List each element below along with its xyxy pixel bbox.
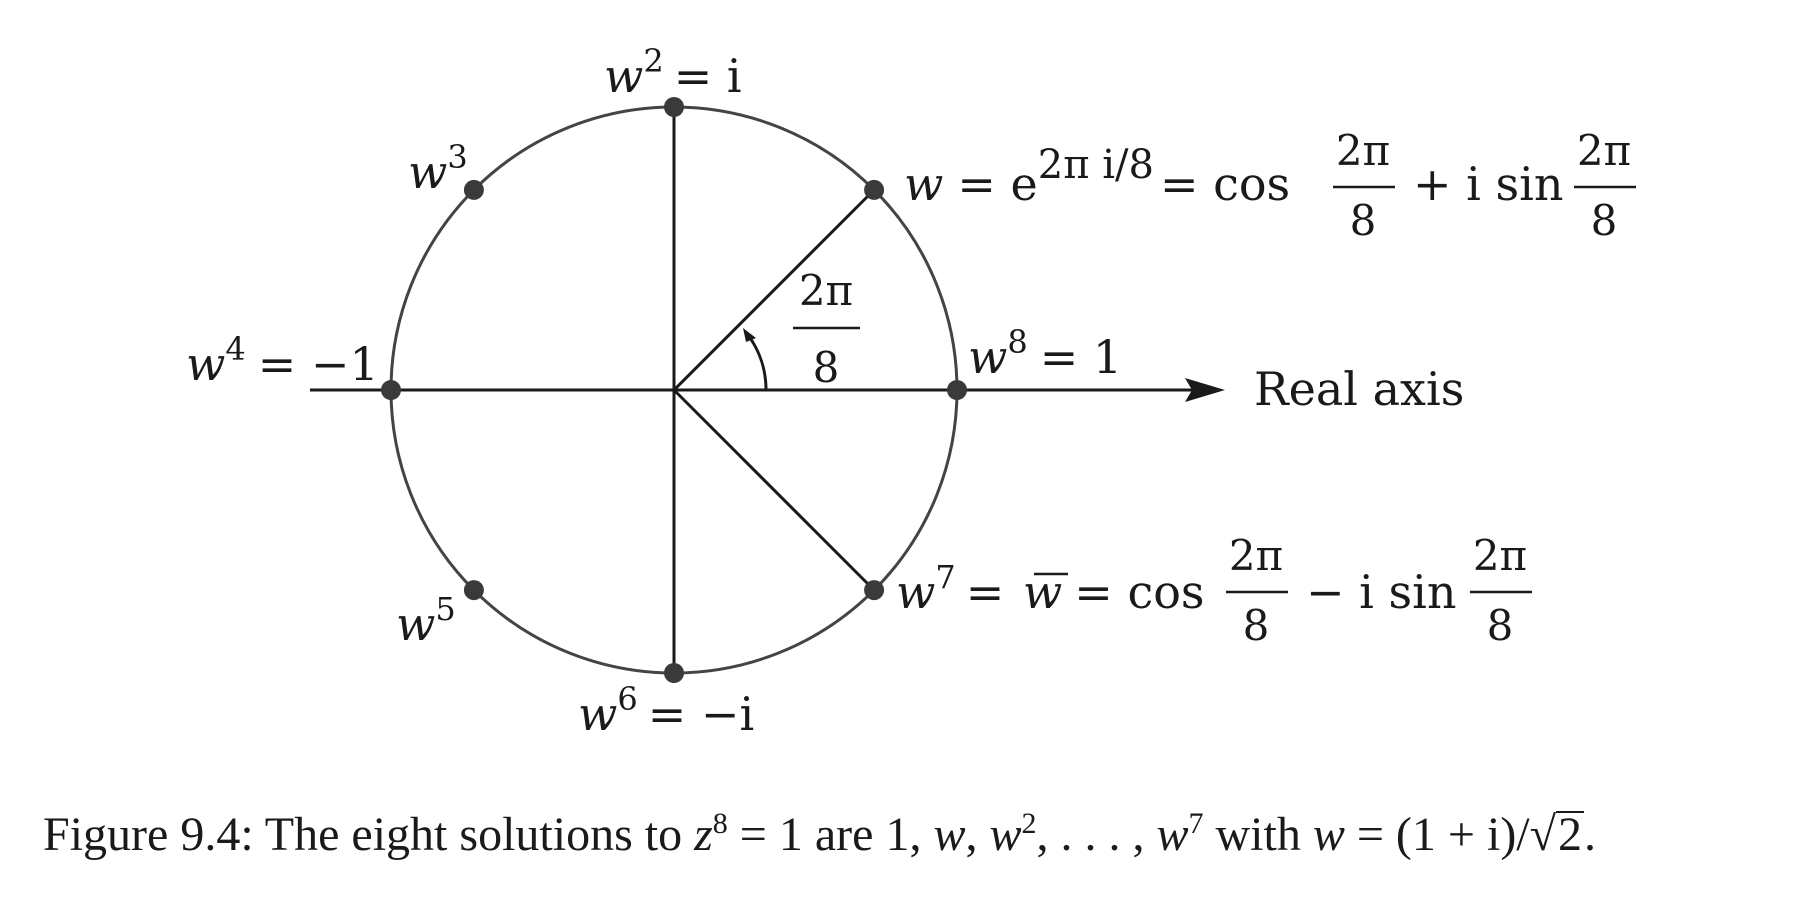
root-point-w6 bbox=[664, 663, 684, 683]
caption-list-w7-exp: 7 bbox=[1188, 807, 1204, 840]
label-w7-definition: w7= w= cos bbox=[896, 558, 1205, 619]
caption-def-w: w bbox=[1312, 808, 1345, 861]
label-w-base: w bbox=[904, 157, 943, 211]
radius-to-w bbox=[672, 188, 876, 392]
root-point-w2 bbox=[664, 97, 684, 117]
label-w7-rest: = bbox=[966, 565, 1019, 619]
w7-frac1-den: 8 bbox=[1243, 601, 1270, 650]
angle-arc-arrowhead bbox=[743, 328, 756, 342]
root-point-w8 bbox=[947, 380, 967, 400]
real-axis-label: Real axis bbox=[1254, 362, 1464, 416]
label-w4-rest: = −1 bbox=[258, 337, 379, 391]
label-w3-base: w bbox=[408, 145, 447, 199]
root-point-w4 bbox=[381, 380, 401, 400]
caption-sqrt-arg: 2 bbox=[1555, 808, 1584, 861]
root-points bbox=[381, 97, 967, 683]
caption-comma: , bbox=[965, 808, 990, 861]
label-w8-base: w bbox=[968, 330, 1007, 384]
label-w5: w5 bbox=[396, 590, 456, 651]
label-w8-exp: 8 bbox=[1007, 323, 1027, 361]
label-w7-sin: − i sin bbox=[1306, 565, 1456, 619]
w-frac1-den: 8 bbox=[1350, 196, 1377, 245]
label-w4: w4 = −1 bbox=[186, 330, 379, 391]
caption-sqrt-sign: √ bbox=[1529, 808, 1556, 861]
angle-frac-num: 2π bbox=[799, 266, 853, 315]
caption-list-dots: , . . . , bbox=[1036, 808, 1157, 861]
caption-list-w: w bbox=[933, 808, 966, 861]
angle-frac-den: 8 bbox=[813, 343, 840, 392]
label-w6-exp: 6 bbox=[617, 680, 637, 718]
w7-frac2-den: 8 bbox=[1487, 601, 1514, 650]
label-w7-base: w bbox=[896, 565, 935, 619]
label-w2: w2 = i bbox=[604, 42, 742, 103]
w7-frac1-num: 2π bbox=[1229, 531, 1283, 580]
label-w2-base: w bbox=[604, 49, 643, 103]
label-w6-base: w bbox=[578, 687, 617, 741]
label-w8-rest: = 1 bbox=[1040, 330, 1122, 384]
caption-list-w7-base: w bbox=[1156, 808, 1189, 861]
w-frac1-num: 2π bbox=[1336, 126, 1390, 175]
caption-end: . bbox=[1583, 808, 1596, 861]
label-w2-rest: = i bbox=[674, 49, 742, 103]
caption-eq-exp: 8 bbox=[712, 807, 728, 840]
radius-to-w7 bbox=[672, 388, 876, 592]
root-point-w7 bbox=[864, 580, 885, 601]
label-w4-base: w bbox=[186, 337, 225, 391]
label-w5-base: w bbox=[396, 597, 435, 651]
root-point-w bbox=[864, 179, 885, 200]
label-w6-rest: = −i bbox=[648, 687, 754, 741]
label-w4-exp: 4 bbox=[225, 330, 245, 368]
roots-of-unity-diagram: w2= i w3 w4= −1 w5 w6= −i w8= 1 Real axi… bbox=[186, 42, 1636, 741]
w-frac2-den: 8 bbox=[1591, 196, 1618, 245]
caption-prefix: Figure 9.4: The eight solutions to bbox=[43, 808, 695, 861]
label-w-definition: w = e2π i/8= cos bbox=[904, 142, 1290, 211]
label-w7-exp: 7 bbox=[935, 558, 955, 596]
label-w2-exp: 2 bbox=[643, 42, 663, 80]
caption-list-w2-base: w bbox=[989, 808, 1022, 861]
label-w-exponent: 2π i/8 bbox=[1038, 142, 1154, 188]
angle-arc bbox=[746, 334, 768, 391]
caption-eq-base: z bbox=[694, 808, 713, 861]
caption-eq-rest: = 1 are 1, bbox=[727, 808, 934, 861]
label-w-cos: = cos bbox=[1160, 157, 1290, 211]
w7-frac2-num: 2π bbox=[1473, 531, 1527, 580]
w-frac2-num: 2π bbox=[1577, 126, 1631, 175]
label-w-rest: = e bbox=[957, 157, 1037, 211]
root-point-w3 bbox=[463, 179, 484, 200]
label-w8: w8 = 1 bbox=[968, 323, 1122, 384]
real-axis-arrowhead bbox=[1185, 378, 1225, 402]
label-w-sin: + i sin bbox=[1413, 157, 1563, 211]
label-w3-exp: 3 bbox=[447, 138, 467, 176]
figure-caption: Figure 9.4: The eight solutions to z8 = … bbox=[43, 800, 1803, 870]
root-point-w5 bbox=[463, 580, 484, 601]
caption-list-w2-exp: 2 bbox=[1021, 807, 1037, 840]
label-w3: w3 bbox=[408, 138, 468, 199]
caption-def-rest: = (1 + i)/ bbox=[1344, 808, 1530, 861]
label-w6: w6 = −i bbox=[578, 680, 754, 741]
label-w5-exp: 5 bbox=[435, 590, 455, 628]
caption-with: with bbox=[1203, 808, 1313, 861]
label-w7-cos: = cos bbox=[1074, 565, 1204, 619]
